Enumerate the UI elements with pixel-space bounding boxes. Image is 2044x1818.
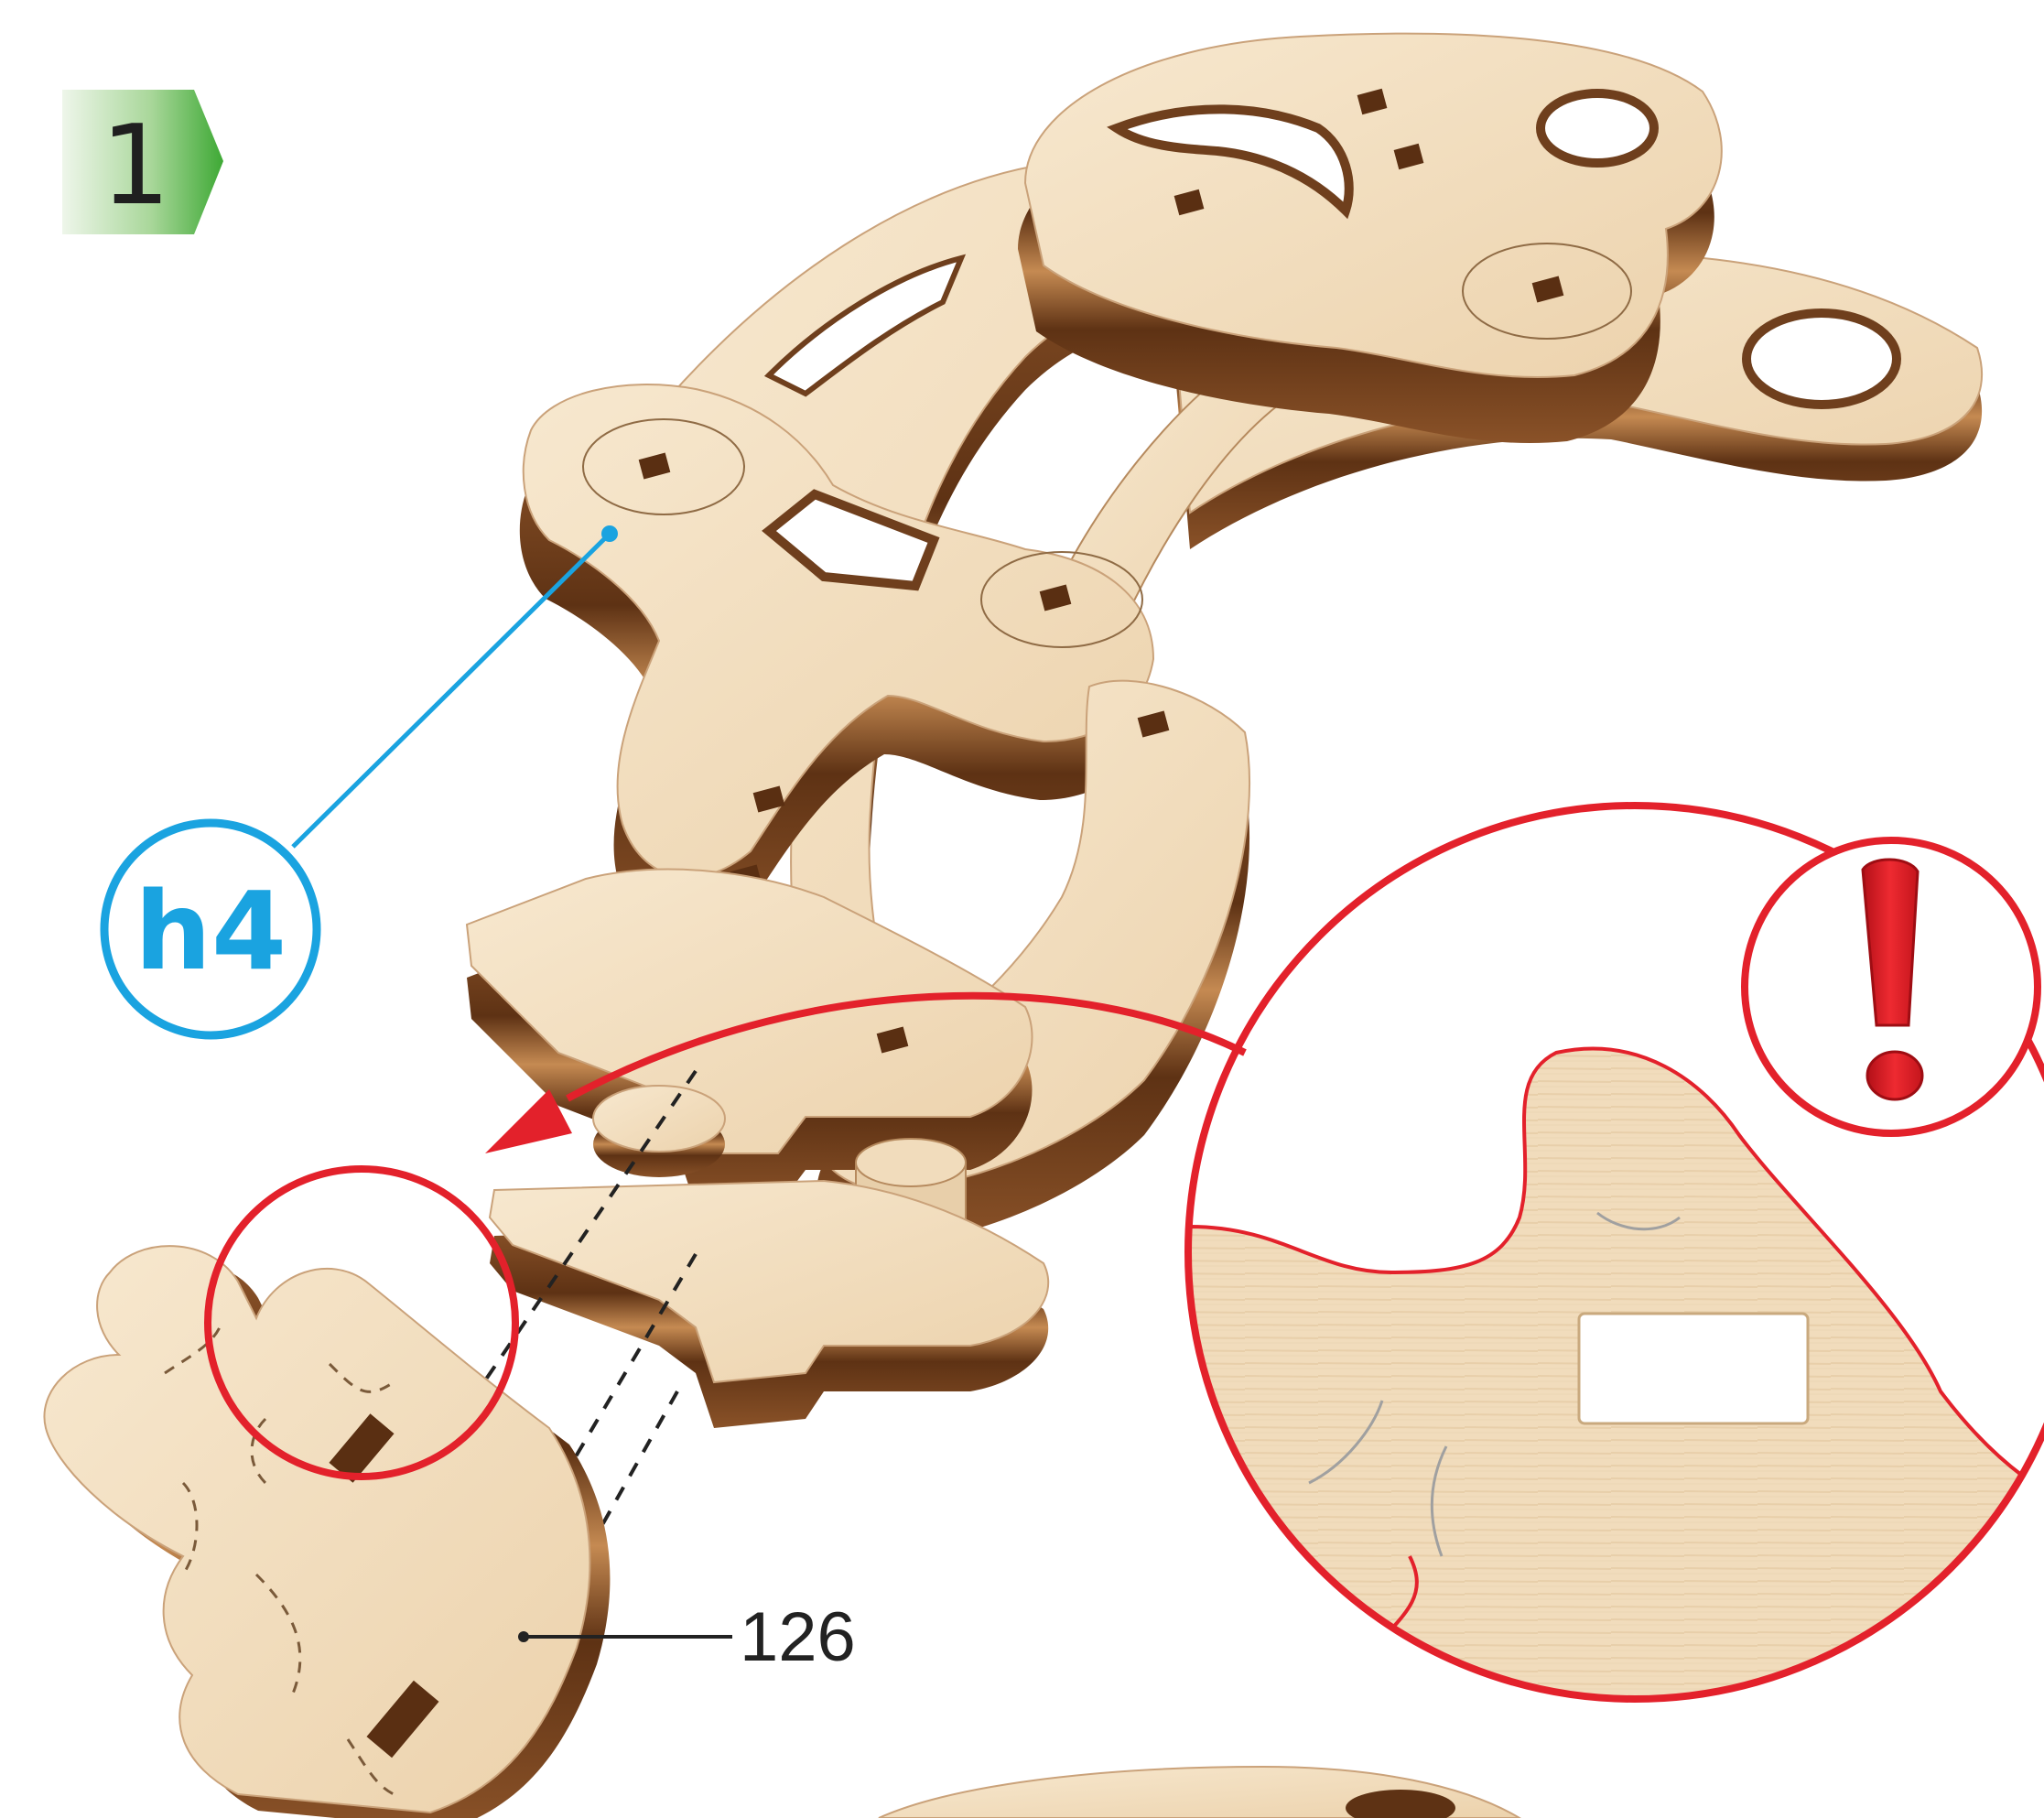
part-126-paw [44,1246,610,1818]
callout-leader-line [293,534,610,847]
next-step-plate-preview [879,1767,1519,1818]
callout-label: h4 [135,868,287,994]
top-head-plate [1018,34,1722,443]
head-hole [1541,93,1654,163]
arm-hole [1747,313,1897,405]
part-number: 126 [740,1598,856,1676]
zoom-slot [1579,1314,1808,1423]
step-number: 1 [101,103,170,230]
step-badge: 1 [62,90,223,234]
exclamation-icon [1745,840,2038,1133]
